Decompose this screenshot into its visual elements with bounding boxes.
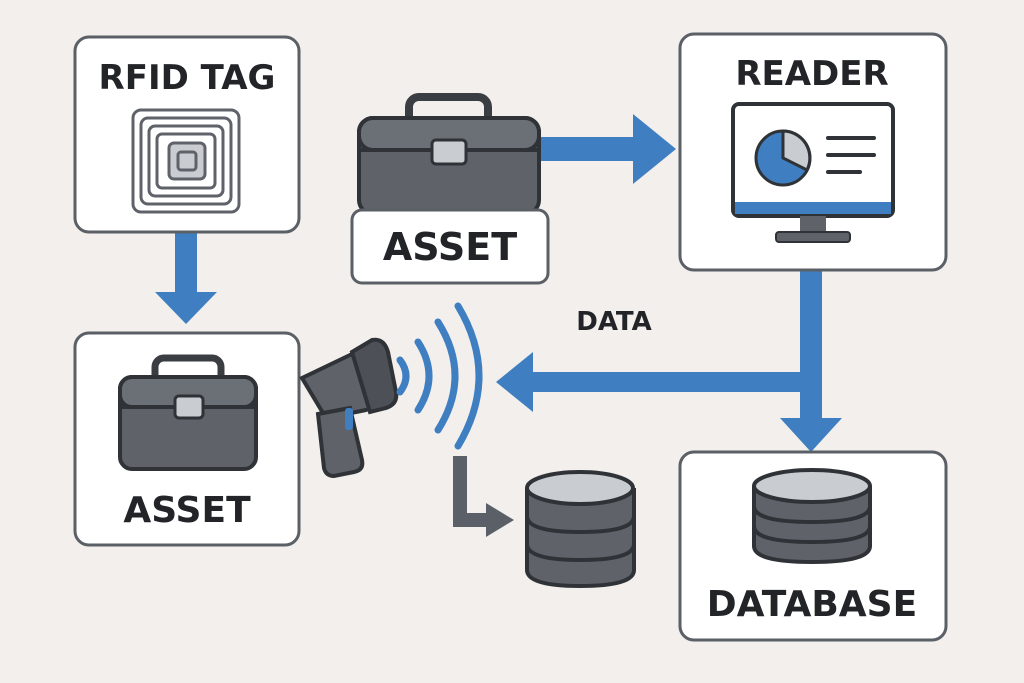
rfid-chip-icon xyxy=(131,108,241,214)
asset-left-label: ASSET xyxy=(123,490,251,531)
database-label: DATABASE xyxy=(707,584,917,625)
rfid-tag-label: RFID TAG xyxy=(99,58,276,98)
reader-node: READER xyxy=(678,32,948,272)
arrow-data-to-scanner xyxy=(496,352,822,412)
asset-top-node: ASSET xyxy=(350,93,550,285)
database-icon xyxy=(525,470,636,589)
rfid-scanner-gun-icon xyxy=(299,302,483,479)
data-flow-label: DATA xyxy=(576,307,652,337)
reader-label: READER xyxy=(735,54,888,94)
database-node: DATABASE xyxy=(678,450,948,642)
arrow-rfid-to-asset xyxy=(155,232,217,324)
arrow-reader-to-database xyxy=(780,268,842,452)
toolbox-icon xyxy=(118,354,258,471)
asset-left-node: ASSET xyxy=(73,331,301,547)
rfid-tag-node: RFID TAG xyxy=(73,35,301,234)
arrow-asset-to-reader xyxy=(535,114,676,184)
database-icon xyxy=(752,468,872,565)
toolbox-icon xyxy=(357,93,541,216)
elbow-arrow-to-database xyxy=(453,456,514,537)
asset-top-label: ASSET xyxy=(383,225,517,269)
monitor-pie-chart-icon xyxy=(731,102,895,243)
